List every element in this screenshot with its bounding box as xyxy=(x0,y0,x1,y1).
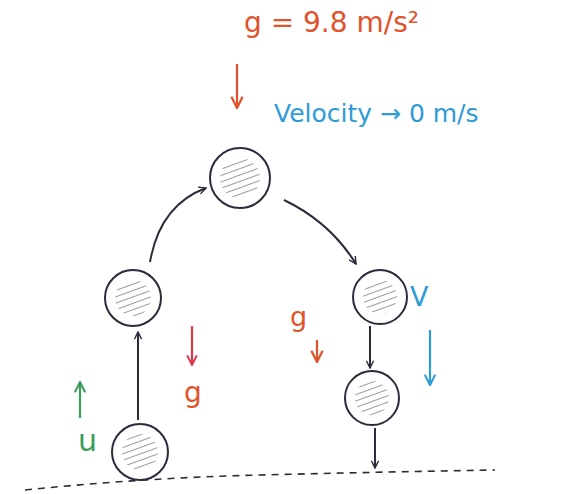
ball xyxy=(105,270,161,326)
gravity-arrow xyxy=(236,64,238,108)
motion-arrow xyxy=(369,326,371,368)
initial-velocity-symbol-holder: u xyxy=(78,424,97,457)
motion-arrow xyxy=(374,428,376,468)
gravity-value-holder: g = 9.8 m/s² xyxy=(244,8,419,39)
initial-velocity-arrow xyxy=(79,382,81,418)
gravity-arrow xyxy=(191,326,193,365)
initial-velocity-symbol: u xyxy=(78,424,97,457)
velocity-symbol-holder: V xyxy=(410,282,428,312)
gravity-symbol: g xyxy=(290,302,307,332)
gravity-symbol-holder: g xyxy=(290,302,307,332)
gravity-symbol-holder: g xyxy=(184,378,202,409)
gravity-symbol: g xyxy=(184,378,202,409)
gravity-arrow xyxy=(316,340,318,362)
ground-line xyxy=(25,470,495,490)
gravity-value: g = 9.8 m/s² xyxy=(244,8,419,39)
velocity-note-holder: Velocity → 0 m/s xyxy=(274,100,479,128)
motion-arrow xyxy=(137,332,139,420)
ball xyxy=(345,371,399,425)
trajectory-arrow xyxy=(284,200,356,264)
velocity-symbol: V xyxy=(410,282,428,312)
ball xyxy=(210,148,270,208)
trajectory-arrow xyxy=(150,188,206,262)
ball xyxy=(353,270,407,324)
velocity-note: Velocity → 0 m/s xyxy=(274,100,479,128)
velocity-arrow xyxy=(429,330,431,385)
ball xyxy=(112,424,168,480)
